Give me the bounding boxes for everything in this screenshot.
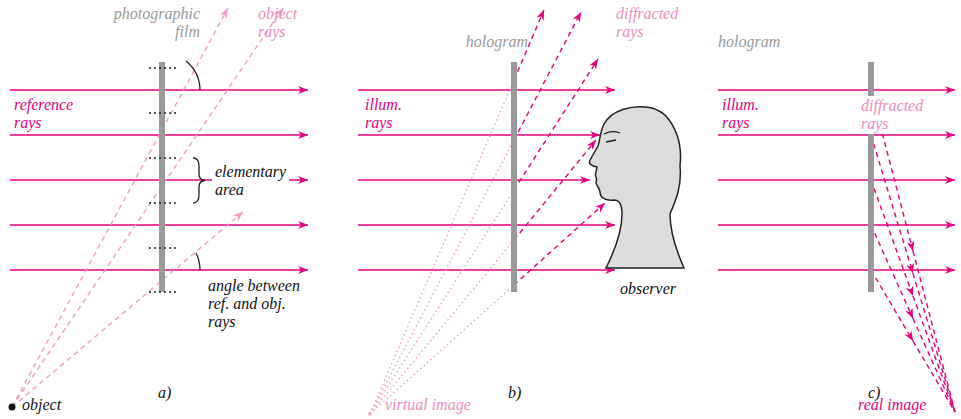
angle-arc [196, 253, 200, 270]
ray-label: diffracted rays [858, 96, 926, 134]
observer-head [589, 107, 684, 268]
illumination-rays [358, 90, 615, 270]
area-ticks [149, 68, 177, 292]
image-label: virtual image [385, 396, 471, 414]
ray-label: diffracted rays [616, 5, 678, 41]
brace [193, 158, 205, 203]
illumination-rays [718, 90, 955, 270]
angle-arc [186, 61, 200, 90]
ray-label: object rays [258, 5, 297, 41]
panel-letter: c) [868, 384, 880, 402]
hologram-plate [511, 62, 517, 292]
diffracted-rays [871, 90, 955, 412]
ray-label: illum. rays [365, 96, 402, 132]
photographic-film [159, 62, 165, 292]
observer-label: observer [620, 280, 676, 298]
diffracted-rays [514, 10, 605, 285]
object-label: object [22, 396, 61, 414]
hologram-label: hologram [718, 33, 780, 51]
ray-label: reference rays [14, 96, 73, 132]
observer-eye [606, 140, 616, 142]
film-label: photographic film [114, 5, 200, 41]
observer-brow [604, 132, 620, 134]
object-point [9, 404, 16, 411]
panel-letter: a) [158, 384, 171, 402]
object-rays [12, 8, 283, 407]
panel-letter: b) [508, 384, 521, 402]
angle-label: angle between ref. and obj. rays [208, 277, 308, 331]
virtual-image-point [368, 412, 372, 416]
area-label: elementary area [212, 162, 289, 200]
hologram-label: hologram [466, 33, 528, 51]
ray-label: illum. rays [722, 96, 759, 132]
